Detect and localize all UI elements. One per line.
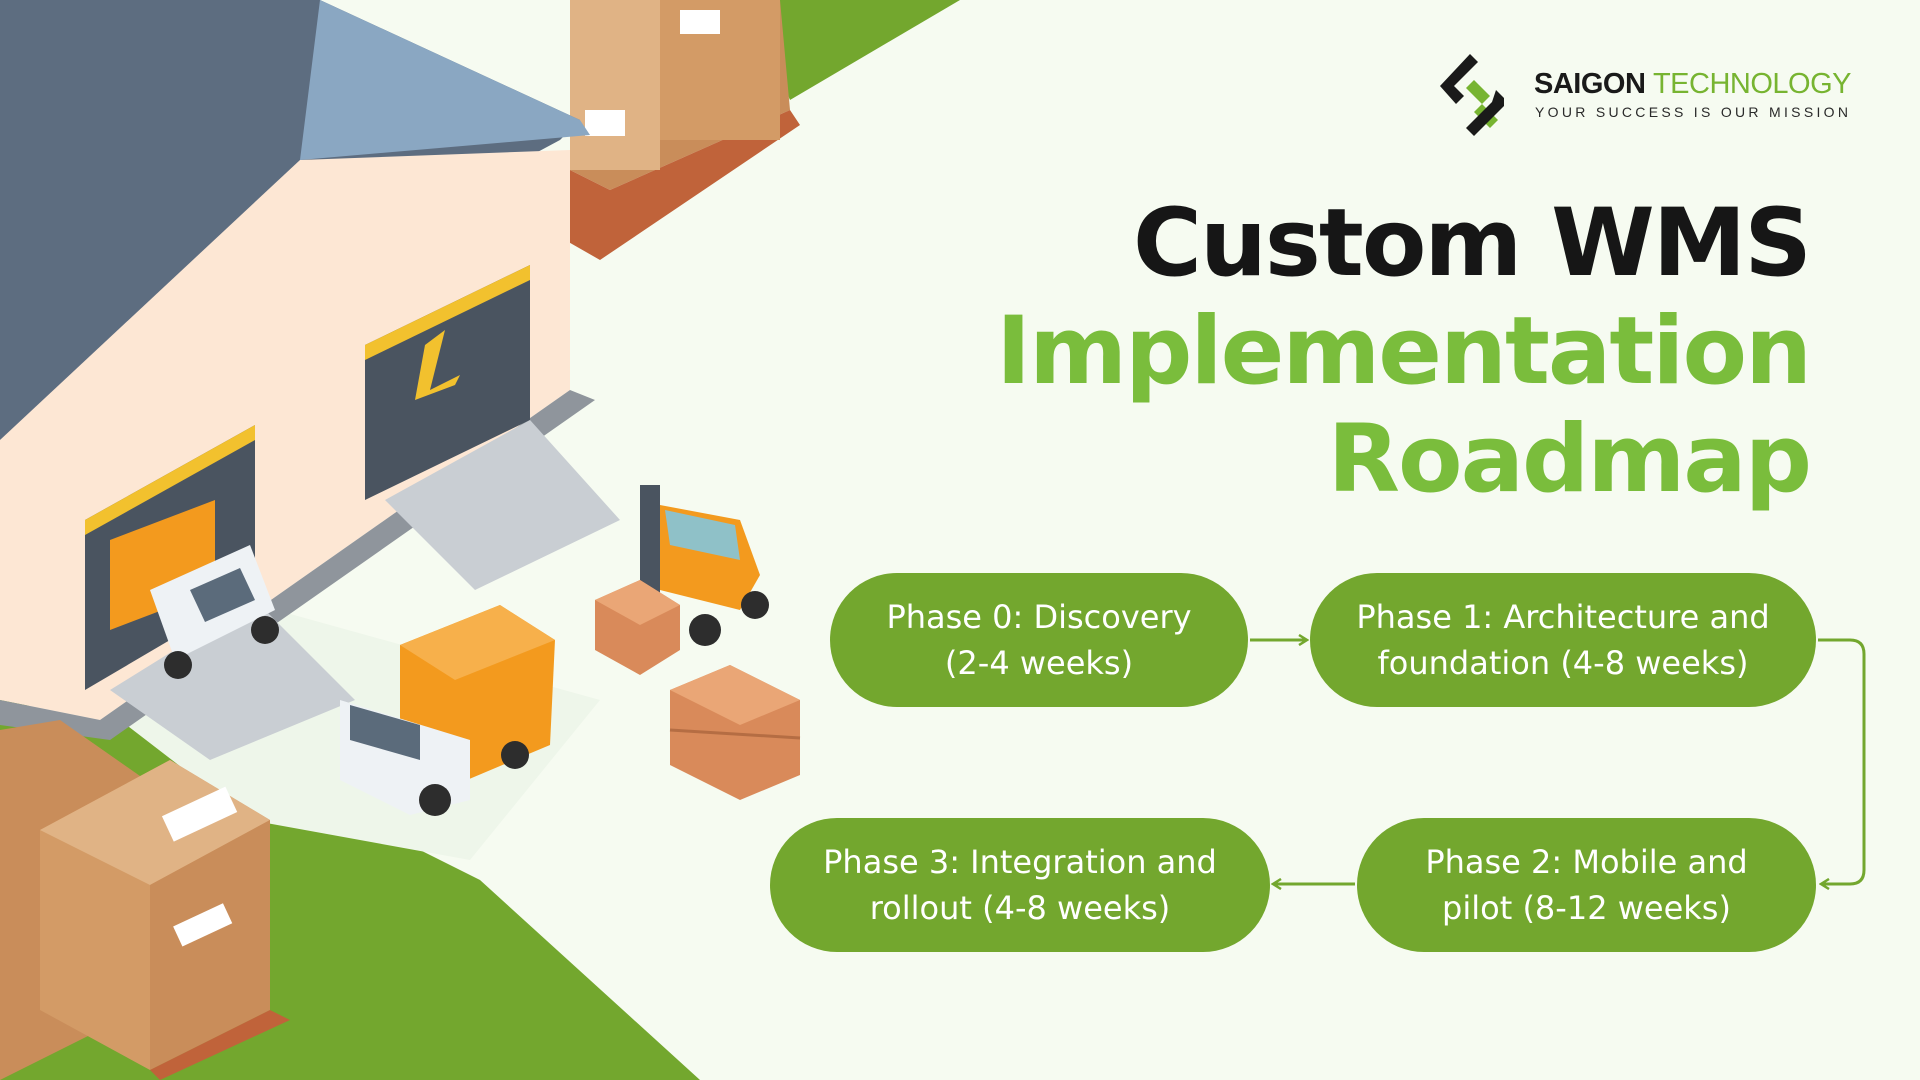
phase-1-label: Phase 1: Architecture and foundation (4-…: [1356, 598, 1770, 682]
phase-0-box: Phase 0: Discovery (2-4 weeks): [830, 573, 1248, 707]
brand-tagline: YOUR SUCCESS IS OUR MISSION: [1535, 104, 1852, 120]
grass-top: [745, 0, 960, 100]
box-stack-bottom: [0, 720, 290, 1080]
phase-1-box: Phase 1: Architecture and foundation (4-…: [1310, 573, 1816, 707]
ramp-right: [385, 420, 620, 590]
ramp-left: [110, 600, 355, 760]
dock-door-right: [365, 265, 530, 500]
forklift: [640, 485, 769, 646]
brand-logo-icon: [1440, 54, 1504, 136]
title-line-2: Implementation: [996, 297, 1812, 406]
phase-2-label: Phase 2: Mobile and pilot (8-12 weeks): [1425, 843, 1748, 927]
brand-name-part1: SAIGON: [1534, 68, 1646, 100]
crate-stack-2: [669, 665, 801, 800]
phase-3-label: Phase 3: Integration and rollout (4-8 we…: [823, 843, 1217, 927]
truck-yard: [340, 605, 555, 816]
page-title: Custom WMS Implementation Roadmap: [996, 189, 1812, 514]
brand-name-part2: TECHNOLOGY: [1652, 68, 1852, 100]
phase-3-box: Phase 3: Integration and rollout (4-8 we…: [770, 818, 1270, 952]
box-stack-top: [565, 0, 800, 260]
warehouse-roof-ridge: [300, 0, 590, 160]
truck-docked: [110, 500, 279, 679]
title-line-3: Roadmap: [1327, 405, 1812, 514]
phase-2-box: Phase 2: Mobile and pilot (8-12 weeks): [1357, 818, 1816, 952]
brand-logo: SAIGON TECHNOLOGY YOUR SUCCESS IS OUR MI…: [1440, 50, 1852, 140]
title-line-1: Custom WMS: [1133, 189, 1812, 298]
crate-stack-1: [595, 580, 680, 675]
phase-0-label: Phase 0: Discovery (2-4 weeks): [886, 598, 1192, 682]
brand-name: SAIGON TECHNOLOGY: [1534, 68, 1852, 101]
